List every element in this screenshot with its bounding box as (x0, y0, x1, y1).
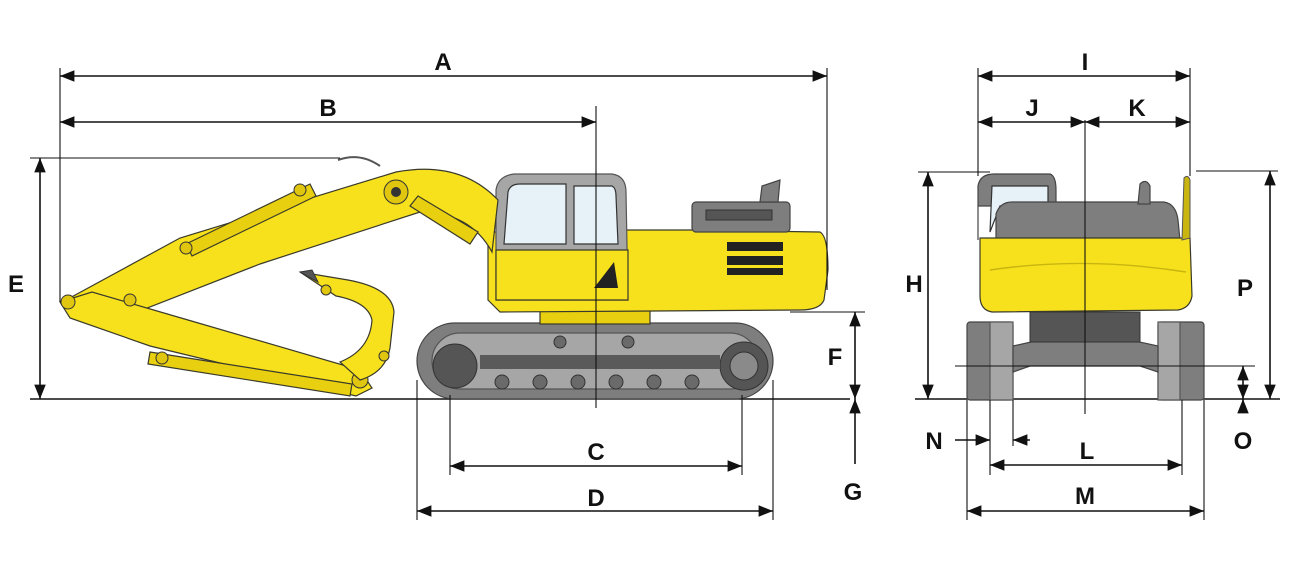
label-a: A (434, 49, 451, 76)
label-m: M (1075, 483, 1095, 510)
label-g: G (844, 479, 863, 506)
label-b: B (319, 95, 336, 122)
bucket (298, 269, 395, 381)
label-p: P (1237, 275, 1253, 302)
label-o: O (1234, 428, 1253, 455)
label-k: K (1128, 95, 1146, 122)
label-l: L (1080, 438, 1095, 465)
label-h: H (905, 271, 922, 298)
arm (59, 291, 373, 397)
upper-structure (487, 173, 829, 313)
front-upper-structure (977, 173, 1193, 313)
side-view: A B E F G C D (8, 49, 865, 520)
label-e: E (8, 271, 24, 298)
boom (64, 156, 499, 321)
label-n: N (925, 428, 942, 455)
label-i: I (1082, 49, 1089, 76)
front-view: I J K H P N O L M (905, 49, 1280, 520)
label-j: J (1025, 95, 1038, 122)
label-d: D (587, 485, 604, 512)
front-crawler-tracks (966, 311, 1205, 401)
side-crawler-track (416, 322, 774, 400)
label-c: C (587, 439, 604, 466)
label-f: F (828, 344, 843, 371)
